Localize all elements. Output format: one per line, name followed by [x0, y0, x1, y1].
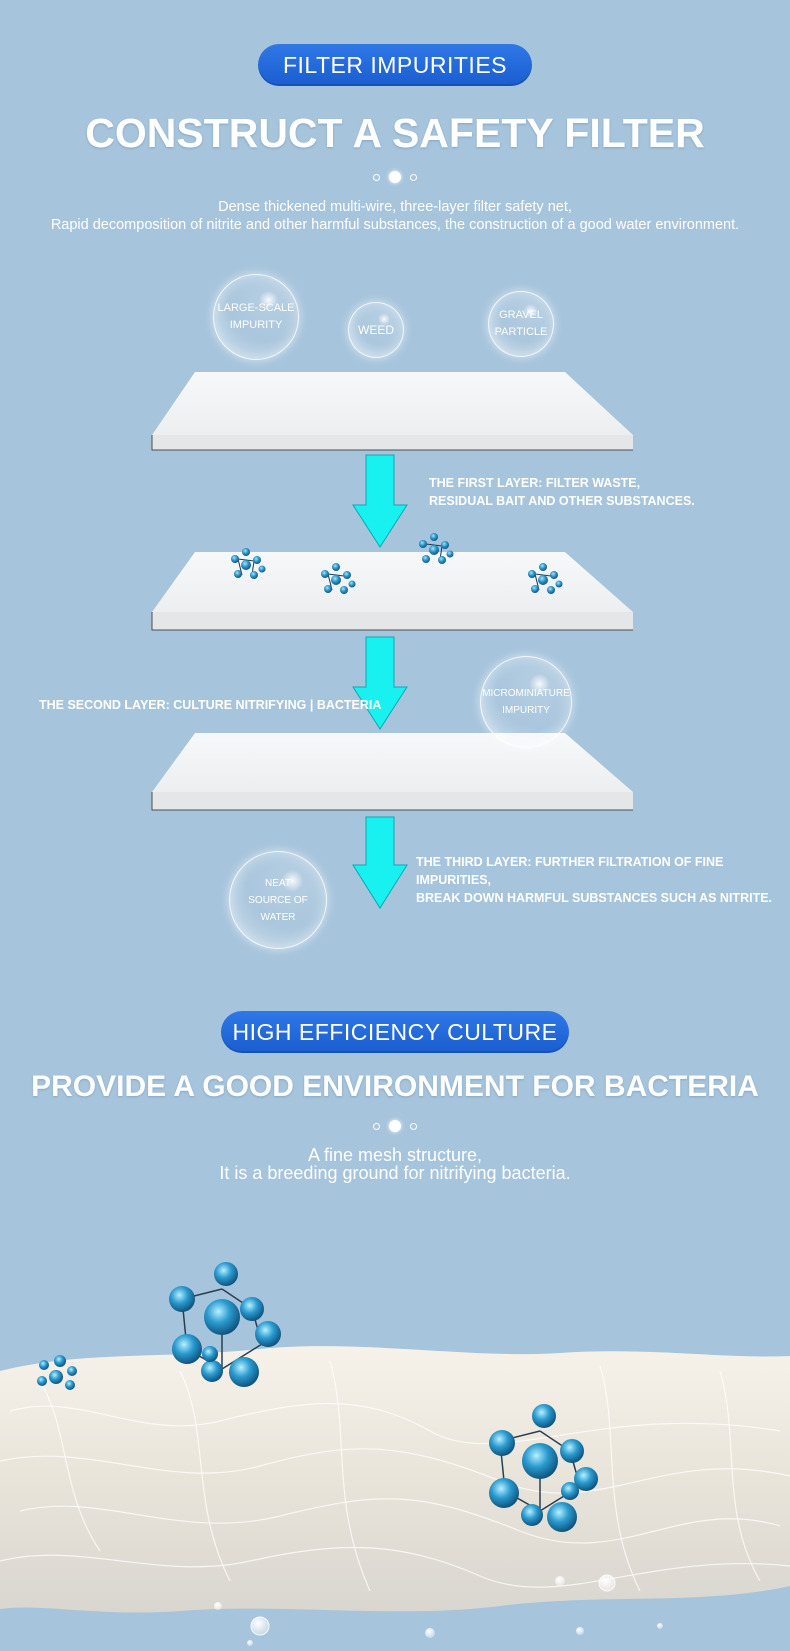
- bubble-label: NEAT SOURCE OF WATER: [248, 877, 308, 923]
- construct-safety-filter-title: CONSTRUCT A SAFETY FILTER: [85, 110, 705, 156]
- down-arrow-3: [352, 816, 408, 909]
- section2-description-line2: It is a breeding ground for nitrifying b…: [219, 1163, 571, 1183]
- high-efficiency-culture-pill: HIGH EFFICIENCY CULTURE: [221, 1011, 569, 1053]
- down-arrow-1: [352, 454, 408, 548]
- carousel-dots: [373, 171, 417, 183]
- good-environment-title: PROVIDE A GOOD ENVIRONMENT FOR BACTERIA: [31, 1070, 759, 1103]
- second-layer-label: THE SECOND LAYER: CULTURE NITRIFYING | B…: [39, 698, 382, 712]
- bubble-large-scale-impurity: LARGE-SCALE IMPURITY: [213, 274, 299, 360]
- bacteria-cluster-large-2: [489, 1404, 598, 1532]
- filter-diagram: [151, 372, 633, 909]
- mesh-fibers: [0, 1360, 790, 1592]
- dot: [373, 1122, 380, 1130]
- section2-description-line1: A fine mesh structure,: [307, 1145, 483, 1165]
- bubble-label: MICROMINIATURE IMPURITY: [482, 688, 570, 716]
- dot: [410, 173, 417, 181]
- first-layer-label: THE FIRST LAYER: FILTER WASTE, RESIDUAL …: [429, 476, 695, 508]
- section1-description-line1: Dense thickened multi-wire, three-layer …: [218, 199, 572, 215]
- carousel-dots: [373, 1120, 417, 1132]
- bacteria-cluster-tiny: [37, 1355, 77, 1390]
- down-arrow-2: [352, 636, 408, 730]
- section1-description-line2: Rapid decomposition of nitrite and other…: [50, 217, 740, 233]
- bacteria-cluster-large-1: [169, 1262, 281, 1387]
- filter-sheet-3: [151, 733, 633, 811]
- bubble-label: WEED: [358, 322, 394, 337]
- dot-active: [389, 1120, 401, 1132]
- bacteria-cluster-small-1: [231, 548, 266, 579]
- dot: [373, 173, 380, 181]
- bubble-label: GRAVEL PARTICLE: [494, 309, 548, 338]
- bubble-label: LARGE-SCALE IMPURITY: [217, 302, 295, 331]
- bacteria-cluster-small-4: [528, 563, 563, 594]
- bacteria-cluster-small-3: [419, 533, 454, 564]
- bubble-neat-source-of-water: NEAT SOURCE OF WATER: [229, 851, 327, 949]
- third-layer-label: THE THIRD LAYER: FURTHER FILTRATION OF F…: [416, 855, 773, 905]
- filter-sheet-2: [151, 552, 633, 631]
- bubble-gravel-particle: GRAVEL PARTICLE: [488, 291, 554, 357]
- foam-block: [0, 1346, 790, 1613]
- filter-mesh-illustration: [0, 1262, 790, 1646]
- bubble-microminiature-impurity: MICROMINIATURE IMPURITY: [480, 656, 572, 748]
- bubble-weed: WEED: [348, 302, 404, 358]
- bacteria-cluster-small-2: [321, 563, 356, 594]
- dot: [410, 1122, 417, 1130]
- water-drops: [214, 1574, 663, 1646]
- filter-sheet-1: [151, 372, 633, 451]
- dot-active: [389, 171, 401, 183]
- filter-impurities-pill: FILTER IMPURITIES: [258, 44, 532, 86]
